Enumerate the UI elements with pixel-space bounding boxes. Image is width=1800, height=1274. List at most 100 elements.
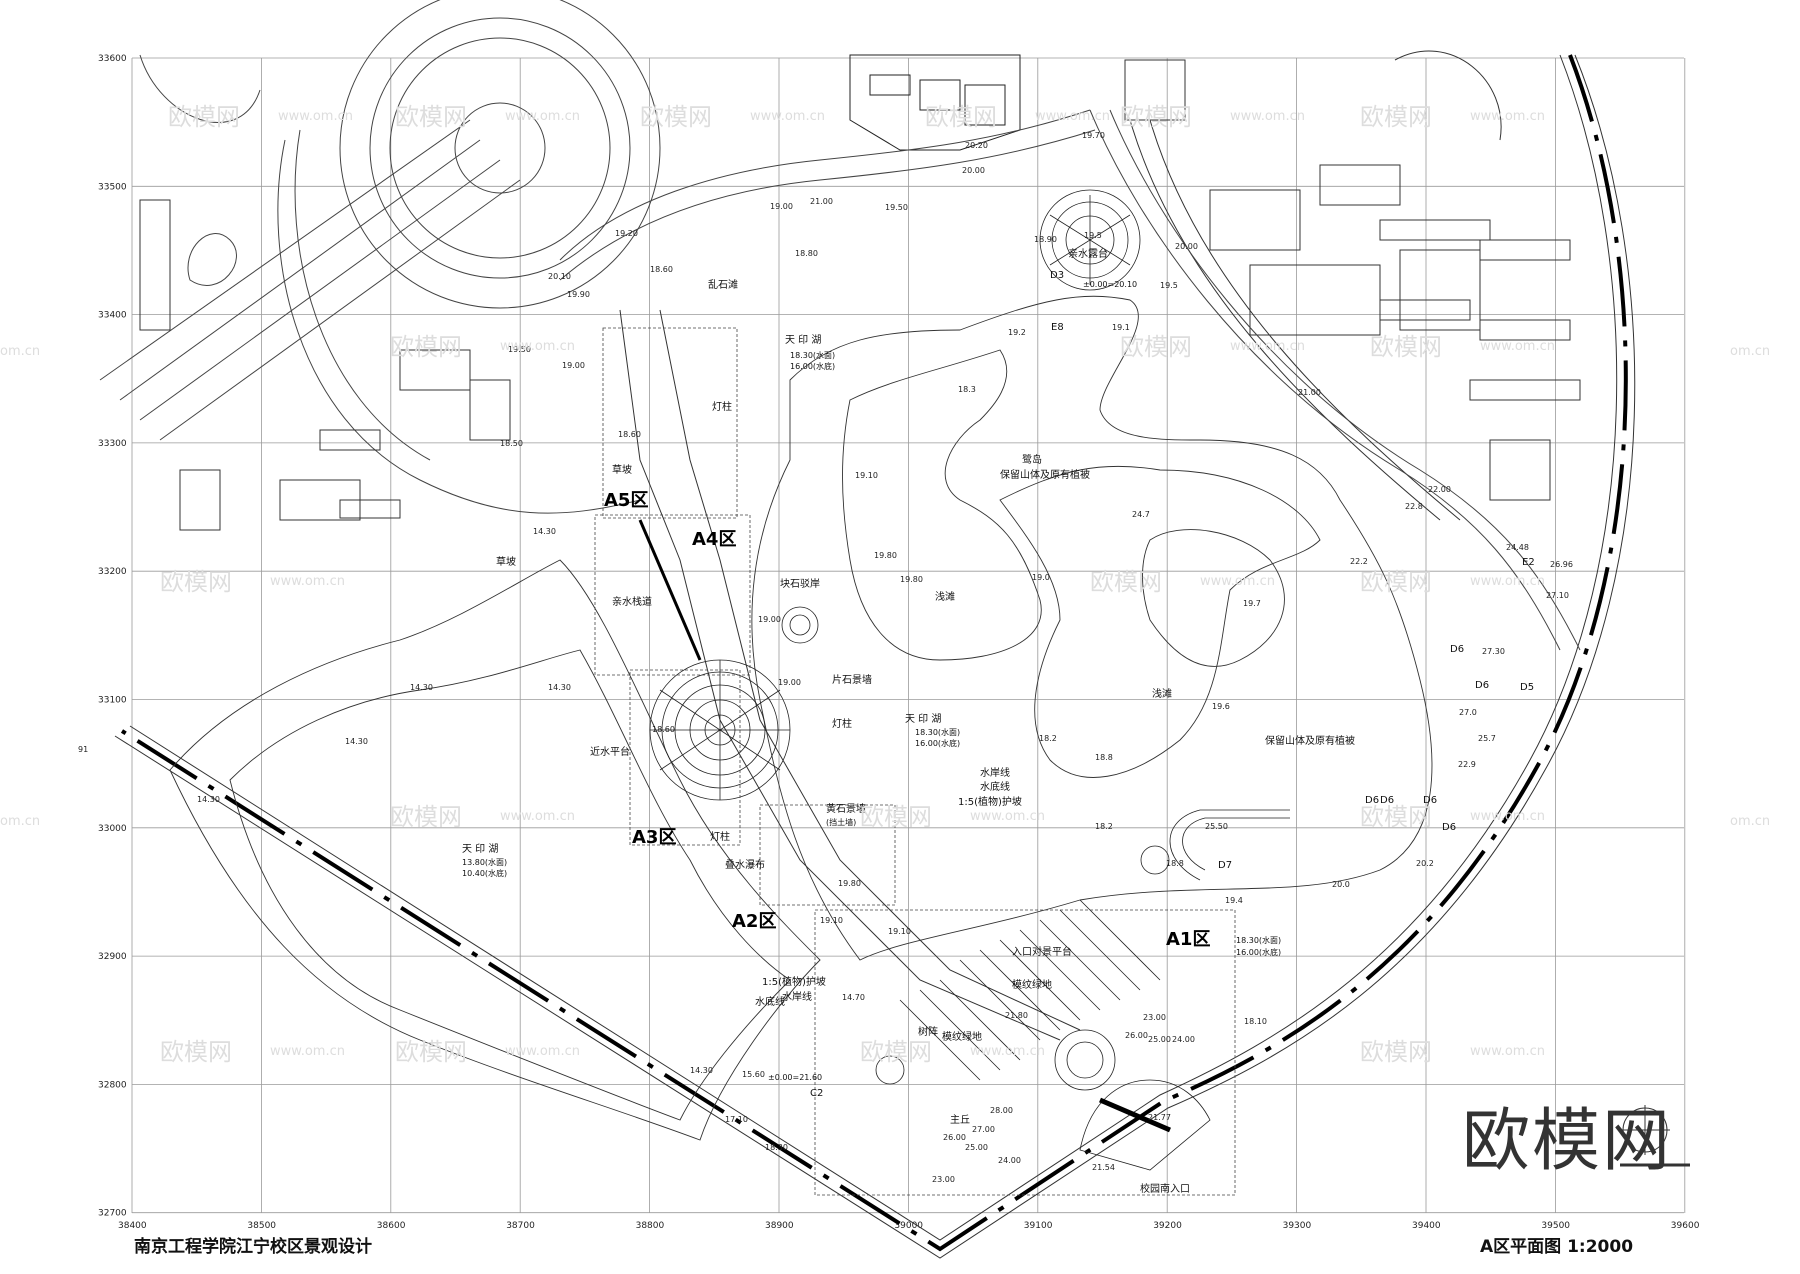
spot-elevation: 19.5 <box>1084 231 1102 240</box>
spot-elevation: 19.90 <box>567 290 590 299</box>
label-c2: C2 <box>810 1088 823 1099</box>
watermark-url: www.om.cn <box>970 1044 1045 1059</box>
spot-elevation: 14.30 <box>410 683 433 692</box>
label-shuidi-line: 水底线 <box>980 780 1010 793</box>
spot-elevation: 14.30 <box>197 795 220 804</box>
label-water-4a: 18.30(水面) <box>1236 935 1281 945</box>
spot-elevation: 22.2 <box>1350 557 1368 566</box>
spot-elevation: 20.10 <box>548 272 571 281</box>
zone-label-a3: A3区 <box>632 827 676 848</box>
label-baoliu-1: 保留山体及原有植被 <box>1000 468 1090 481</box>
watermark-url: www.om.cn <box>1035 109 1110 124</box>
zone-label-a4: A4区 <box>692 529 736 550</box>
spot-elevation: 28.00 <box>990 1106 1013 1115</box>
label-dengzhu-3: 灯柱 <box>710 830 730 843</box>
x-tick-label: 38800 <box>636 1221 665 1231</box>
label-dengzhu-1: 灯柱 <box>712 400 732 413</box>
zone-label-a2: A2区 <box>732 911 776 932</box>
label-shuidi-2: 水底线 <box>755 995 785 1008</box>
x-tick-label: 38400 <box>118 1221 147 1231</box>
watermark-text: 欧模网 <box>860 803 932 831</box>
label-qiantan-2: 浅滩 <box>1152 687 1172 700</box>
watermark-url-edge: om.cn <box>0 814 40 829</box>
label-shuzhen: 树阵 <box>918 1025 938 1038</box>
label-caopo-2: 草坡 <box>496 555 516 568</box>
y-tick-label: 32900 <box>98 952 127 962</box>
watermark-url: www.om.cn <box>1230 109 1305 124</box>
watermark-text: 欧模网 <box>1360 568 1432 596</box>
spot-elevation: 22.9 <box>1458 760 1476 769</box>
spot-elevation: 19.4 <box>1225 896 1243 905</box>
spot-elevation: 21.00 <box>1298 388 1321 397</box>
spot-elevation: 19.2 <box>1008 328 1026 337</box>
spot-elevation: 19.1 <box>1112 323 1130 332</box>
buildings-right <box>1124 50 1581 521</box>
spot-elevation: 21.77 <box>1148 1113 1171 1122</box>
label-huangshi-jingqiang: 黄石景墙 <box>826 802 866 815</box>
label-nanrukou: 校园南入口 <box>1140 1182 1190 1195</box>
zone-labels: A5区 A4区 A3区 A2区 A1区 <box>604 490 1210 950</box>
label-water-1b: 16.00(水底) <box>790 361 835 371</box>
spot-elevation: 21.54 <box>1092 1163 1115 1172</box>
y-tick-label: 33500 <box>98 182 127 192</box>
watermark-url: www.om.cn <box>1470 109 1545 124</box>
label-anshui-2: 水岸线 <box>782 990 812 1003</box>
north-arrow-icon <box>1620 1105 1690 1167</box>
label-tianyinhu-3: 天 印 湖 <box>462 843 498 855</box>
watermark-text: 欧模网 <box>640 103 712 131</box>
x-tick-label: 38600 <box>377 1221 406 1231</box>
label-d6c: D6 <box>1380 795 1394 806</box>
label-dengzhu-2: 灯柱 <box>832 717 852 730</box>
spot-elevation: 18.50 <box>500 439 523 448</box>
watermark-text: 欧模网 <box>395 103 467 131</box>
label-dieshui-pubu: 叠水瀑布 <box>725 859 765 871</box>
label-rukou-pingtai: 入口对景平台 <box>1012 945 1072 958</box>
watermark-text: 欧模网 <box>390 803 462 831</box>
watermark-url: www.om.cn <box>1470 809 1545 824</box>
spot-elevation: 19.50 <box>885 203 908 212</box>
spot-elevation: 27.00 <box>972 1125 995 1134</box>
spot-elevation: 26.96 <box>1550 560 1573 569</box>
label-tianyinhu-2: 天 印 湖 <box>905 713 941 725</box>
label-water-3b: 10.40(水底) <box>462 868 507 878</box>
watermark-url-edge: om.cn <box>1730 814 1770 829</box>
spot-elevations: 20.2019.7020.0019.0021.0019.5019.2018.80… <box>78 131 1573 1184</box>
spot-elevation: 18.8 <box>1166 859 1184 868</box>
feature-d3 <box>1039 189 1141 291</box>
watermark-text: 欧模网 <box>1370 333 1442 361</box>
watermark-url-edge: om.cn <box>0 344 40 359</box>
spot-elevation: 27.0 <box>1459 708 1477 717</box>
label-d6f: D6 <box>1365 795 1379 806</box>
label-d7: D7 <box>1218 860 1232 871</box>
watermark-text: 欧模网 <box>1360 803 1432 831</box>
watermark-text: 欧模网 <box>1120 333 1192 361</box>
label-e8: E8 <box>1051 322 1064 333</box>
label-d3: D3 <box>1050 270 1064 281</box>
label-qiantan-1: 浅滩 <box>935 590 955 603</box>
x-tick-label: 39400 <box>1412 1221 1441 1231</box>
label-d6a: D6 <box>1450 644 1464 655</box>
spot-elevation: 23.00 <box>932 1175 955 1184</box>
y-tick-label: 33000 <box>98 824 127 834</box>
spot-elevation: 15.60 <box>742 1070 765 1079</box>
spot-elevation: 22.8 <box>1405 502 1423 511</box>
watermark-url: www.om.cn <box>270 574 345 589</box>
zone-label-a5: A5区 <box>604 490 648 511</box>
spot-elevation: 19.10 <box>888 927 911 936</box>
spot-elevation: 18.8 <box>1095 753 1113 762</box>
watermark-text: 欧模网 <box>860 1038 932 1066</box>
x-tick-label: 38900 <box>765 1221 794 1231</box>
y-tick-label: 33400 <box>98 311 127 321</box>
spot-elevation: 25.50 <box>1205 822 1228 831</box>
watermark-url: www.om.cn <box>270 1044 345 1059</box>
watermark-url: www.om.cn <box>500 339 575 354</box>
spot-elevation: 19.10 <box>820 916 843 925</box>
label-tianyinhu-1: 天 印 湖 <box>785 334 821 346</box>
annotation-labels: 乱石滩 天 印 湖 18.30(水面) 16.00(水底) 灯柱 草坡 草坡 亲… <box>462 247 1535 1195</box>
label-d6b: D6 <box>1475 680 1489 691</box>
spot-elevation: 20.20 <box>965 141 988 150</box>
watermark-url: www.om.cn <box>505 1044 580 1059</box>
label-luanshitan: 乱石滩 <box>708 278 738 291</box>
watermark-url-edge: om.cn <box>1730 344 1770 359</box>
